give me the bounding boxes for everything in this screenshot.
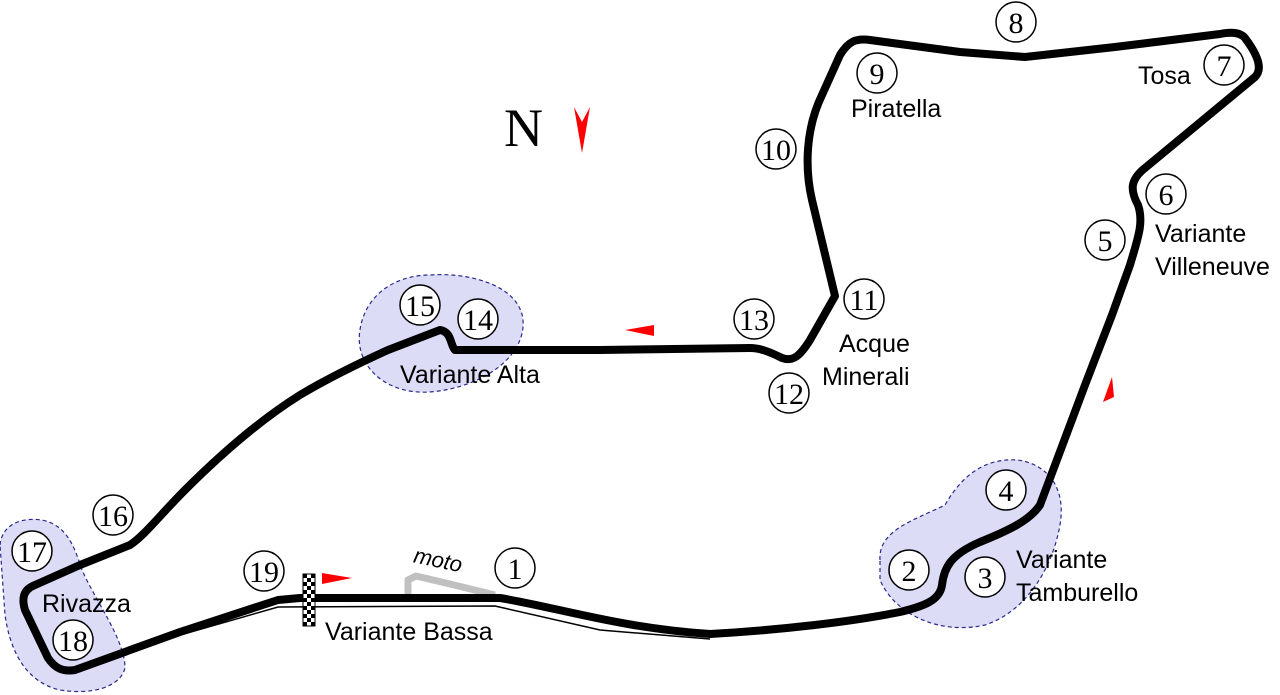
svg-text:19: 19: [249, 556, 279, 589]
label-variante-villeneuve-line1: Variante: [1155, 220, 1246, 248]
svg-text:13: 13: [739, 304, 769, 337]
svg-text:15: 15: [405, 290, 435, 323]
corner-marker-9: 9: [856, 52, 898, 94]
label-variante-alta: Variante Alta: [400, 361, 540, 389]
corner-marker-12: 12: [768, 372, 810, 414]
direction-arrow-start: [322, 573, 352, 584]
svg-text:1: 1: [508, 553, 523, 586]
label-acque-minerali-line1: Acque: [839, 330, 910, 358]
corner-marker-5: 5: [1084, 219, 1126, 261]
label-tosa: Tosa: [1138, 62, 1191, 90]
label-piratella: Piratella: [851, 95, 941, 123]
svg-text:4: 4: [999, 475, 1014, 508]
label-rivazza: Rivazza: [42, 590, 131, 618]
label-moto: moto: [412, 543, 465, 578]
svg-text:11: 11: [850, 284, 879, 317]
svg-text:18: 18: [58, 625, 88, 658]
corner-marker-2: 2: [888, 549, 930, 591]
track-outline-line: [169, 605, 711, 640]
compass-letter: N: [504, 98, 543, 158]
corner-marker-7: 7: [1203, 44, 1245, 86]
corner-marker-11: 11: [843, 278, 885, 320]
moto-variant-track: [404, 572, 496, 599]
corner-marker-19: 19: [243, 550, 285, 592]
direction-arrow-uphill: [1103, 377, 1114, 402]
svg-text:12: 12: [774, 378, 804, 411]
corner-marker-6: 6: [1145, 173, 1187, 215]
corner-marker-17: 17: [11, 530, 53, 572]
corner-marker-13: 13: [733, 298, 775, 340]
corner-marker-1: 1: [494, 547, 536, 589]
corner-marker-15: 15: [399, 284, 441, 326]
race-track: [19, 28, 1263, 675]
label-variante-villeneuve-line2: Villeneuve: [1155, 253, 1270, 281]
svg-text:6: 6: [1159, 179, 1174, 212]
label-variante-tamburello-line1: Variante: [1016, 546, 1107, 574]
label-variante-bassa: Variante Bassa: [325, 618, 493, 646]
svg-text:5: 5: [1098, 225, 1113, 258]
label-acque-minerali-line2: Minerali: [822, 363, 910, 391]
corner-marker-3: 3: [964, 556, 1006, 598]
direction-arrow-back-straight: [625, 325, 654, 336]
corner-marker-4: 4: [985, 469, 1027, 511]
compass-arrow: [574, 107, 590, 153]
svg-text:2: 2: [902, 555, 917, 588]
svg-text:14: 14: [463, 304, 493, 337]
corner-marker-10: 10: [755, 128, 797, 170]
svg-text:9: 9: [870, 58, 885, 91]
svg-text:7: 7: [1217, 50, 1232, 83]
label-variante-tamburello-line2: Tamburello: [1016, 579, 1138, 607]
finish-line: [302, 573, 316, 627]
corner-marker-16: 16: [92, 494, 134, 536]
corner-marker-18: 18: [52, 619, 94, 661]
corner-marker-8: 8: [995, 1, 1037, 43]
corner-marker-14: 14: [457, 298, 499, 340]
svg-text:8: 8: [1009, 7, 1024, 40]
svg-text:17: 17: [17, 536, 47, 569]
svg-text:16: 16: [98, 500, 128, 533]
svg-text:3: 3: [978, 562, 993, 595]
svg-text:10: 10: [761, 134, 791, 167]
